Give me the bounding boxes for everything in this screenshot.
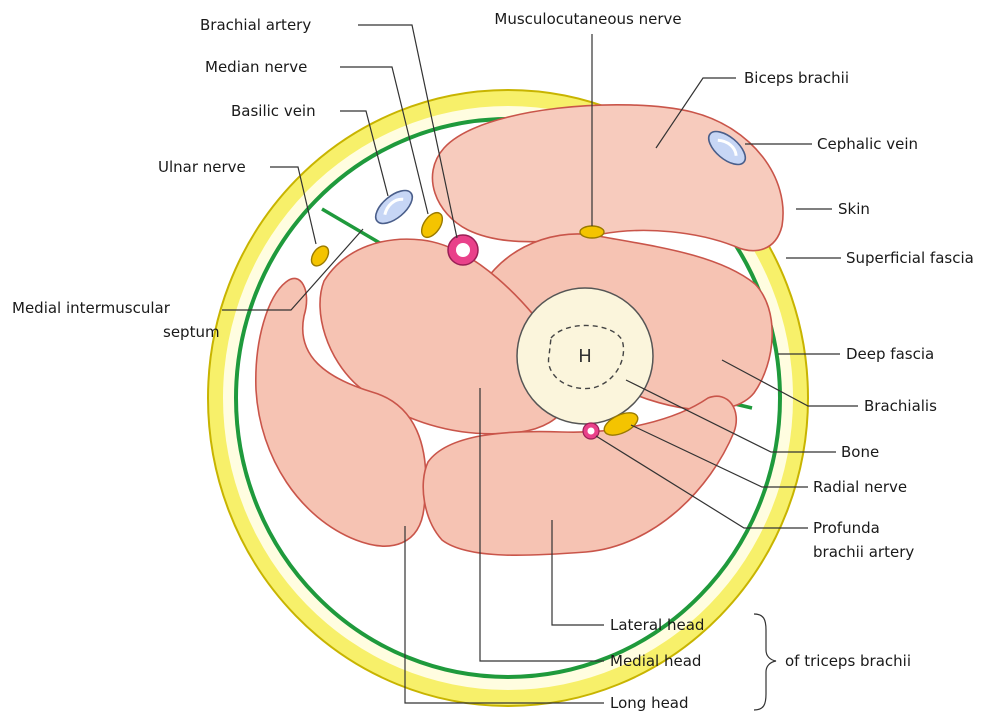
label-superficial-fascia: Superficial fascia: [846, 249, 974, 267]
label-biceps-brachii: Biceps brachii: [744, 69, 849, 87]
biceps-brachii-muscle: [432, 105, 783, 251]
label-musculocutaneous-nerve: Musculocutaneous nerve: [494, 10, 681, 28]
label-medial-head: Medial head: [610, 652, 701, 670]
label-median-nerve: Median nerve: [205, 58, 307, 76]
humerus-marker-h: H: [578, 346, 592, 367]
label-skin: Skin: [838, 200, 870, 218]
label-basilic-vein: Basilic vein: [231, 102, 316, 120]
triceps-brace: [754, 614, 776, 710]
label-medial-septum-line2: septum: [163, 323, 220, 341]
brachial-artery-lumen: [456, 243, 470, 257]
label-deep-fascia: Deep fascia: [846, 345, 934, 363]
musculocutaneous-nerve-icon: [580, 226, 604, 238]
profunda-brachii-artery-lumen: [588, 428, 595, 435]
label-medial-septum-line1: Medial intermuscular: [12, 299, 171, 317]
label-ulnar-nerve: Ulnar nerve: [158, 158, 246, 176]
label-brachial-artery: Brachial artery: [200, 16, 311, 34]
label-cephalic-vein: Cephalic vein: [817, 135, 918, 153]
label-profunda-line2: brachii artery: [813, 543, 914, 561]
label-radial-nerve: Radial nerve: [813, 478, 907, 496]
label-lateral-head: Lateral head: [610, 616, 704, 634]
label-brachialis: Brachialis: [864, 397, 937, 415]
label-bone: Bone: [841, 443, 879, 461]
label-triceps-group: of triceps brachii: [785, 652, 911, 670]
label-profunda-line1: Profunda: [813, 519, 880, 537]
label-long-head: Long head: [610, 694, 689, 712]
